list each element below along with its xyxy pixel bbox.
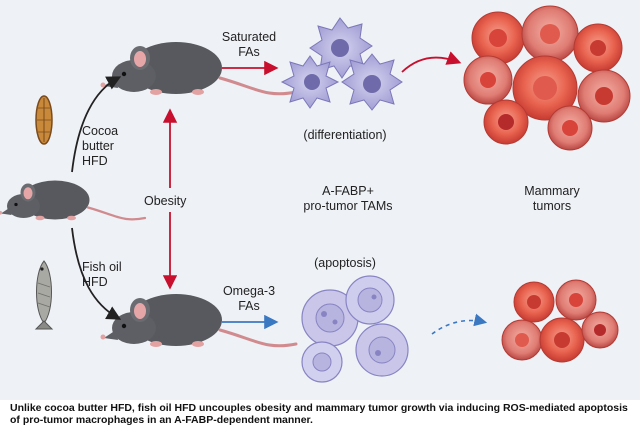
- arrow-to-fish-mouse: [71, 227, 122, 320]
- tams-label: A-FABP+ pro-tumor TAMs: [303, 184, 393, 213]
- mammary-tumors-label: Mammary tumors: [524, 184, 580, 213]
- fish-oil-label: Fish oil HFD: [82, 260, 122, 289]
- cocoa-butter-label: Cocoa butter HFD: [82, 124, 119, 168]
- tumor-growth-arrow: [401, 51, 462, 73]
- obesity-label: Obesity: [144, 194, 187, 208]
- differentiation-label: (differentiation): [303, 128, 387, 142]
- tam-cluster-top: [280, 17, 403, 111]
- saturated-fa-label: Saturated FAs: [221, 30, 277, 59]
- tumor-cluster-small: [501, 279, 619, 363]
- tam-cluster-bottom: [301, 275, 409, 383]
- diagram-artwork: [0, 5, 631, 383]
- omega3-label: Omega-3 FAs: [222, 284, 276, 313]
- caption: Unlike cocoa butter HFD, fish oil HFD un…: [0, 400, 640, 427]
- fish-icon: [34, 260, 54, 330]
- reduced-growth-arrow: [431, 313, 488, 335]
- arrow-to-cocoa-mouse: [71, 76, 122, 173]
- apoptosis-label: (apoptosis): [314, 256, 376, 270]
- cocoa-bean-icon: [35, 95, 53, 145]
- tumor-cluster-large: [463, 5, 631, 151]
- caption-text: Unlike cocoa butter HFD, fish oil HFD un…: [10, 402, 628, 426]
- left-mouse: [0, 179, 147, 222]
